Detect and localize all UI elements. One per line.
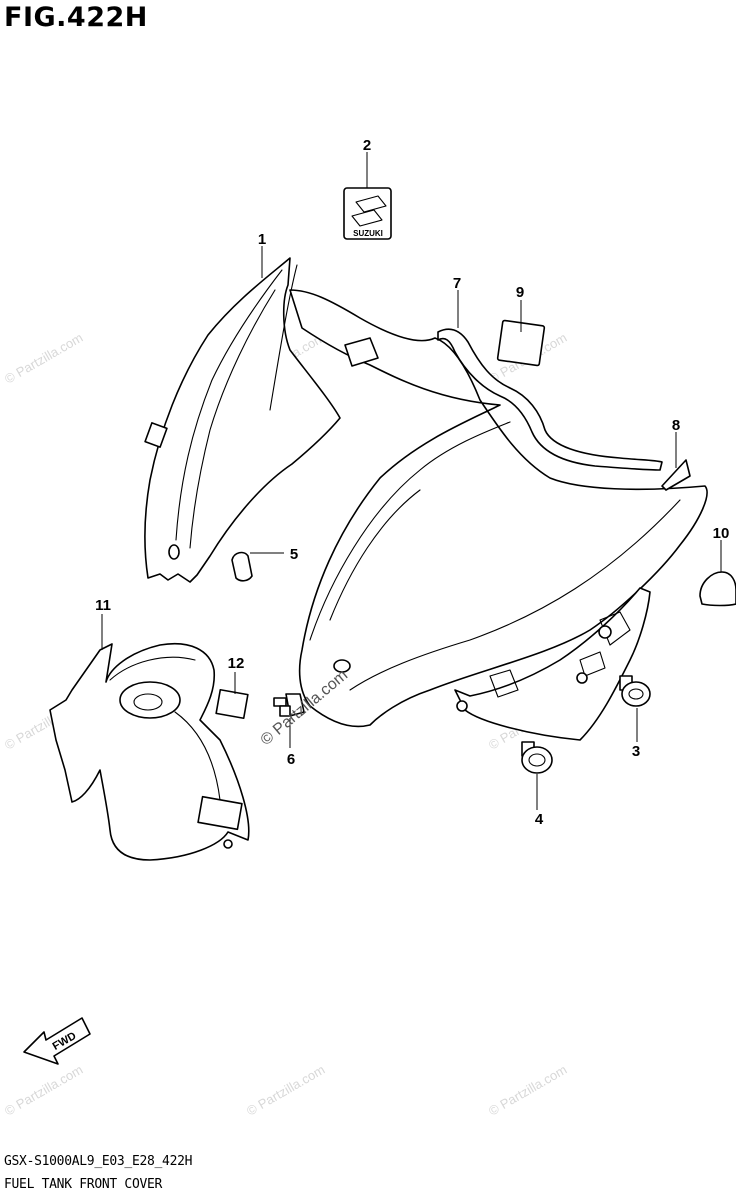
part-10-rubber-cap[interactable] xyxy=(699,571,736,607)
part-1-left-side-cover[interactable] xyxy=(144,257,341,583)
part-2-emblem-badge[interactable]: SUZUKI xyxy=(343,187,392,240)
watermark: © Partzilla.com xyxy=(2,330,85,387)
callout-3[interactable]: 3 xyxy=(632,743,640,760)
callout-8[interactable]: 8 xyxy=(672,417,680,434)
leader-lines xyxy=(101,152,722,810)
callout-5[interactable]: 5 xyxy=(290,546,298,563)
part-12-pad[interactable] xyxy=(215,688,249,720)
callout-1[interactable]: 1 xyxy=(258,231,266,248)
callout-11[interactable]: 11 xyxy=(95,597,111,614)
part-4-screw[interactable] xyxy=(521,741,553,774)
forward-direction-arrow: FWD xyxy=(23,1017,91,1065)
watermark: © Partzilla.com xyxy=(486,1062,569,1119)
callout-7[interactable]: 7 xyxy=(453,275,461,292)
callout-6[interactable]: 6 xyxy=(287,751,295,768)
model-code: GSX-S1000AL9_E03_E28_422H xyxy=(4,1154,193,1169)
callout-10[interactable]: 10 xyxy=(713,525,730,542)
part-9-cushion-pad[interactable] xyxy=(496,319,546,367)
part-6-rivet[interactable] xyxy=(273,693,305,717)
callout-9[interactable]: 9 xyxy=(516,284,524,301)
part-8-spacer[interactable] xyxy=(661,459,691,491)
badge-brand-text: SUZUKI xyxy=(353,229,383,238)
callout-labels: 1 2 3 4 5 6 7 8 9 10 11 12 xyxy=(95,137,729,828)
mounting-bracket[interactable] xyxy=(454,587,651,741)
part-5-clip[interactable] xyxy=(231,551,253,582)
figure-title: FIG.422H xyxy=(4,2,148,33)
part-3-screw[interactable] xyxy=(619,675,651,707)
callout-4[interactable]: 4 xyxy=(535,811,544,828)
section-name: FUEL TANK FRONT COVER xyxy=(4,1177,163,1192)
watermark: © Partzilla.com xyxy=(2,1062,85,1119)
part-11-inner-cover[interactable] xyxy=(49,643,250,861)
watermark: © Partzilla.com xyxy=(244,1062,327,1119)
callout-2[interactable]: 2 xyxy=(363,137,371,154)
main-front-cover-body[interactable] xyxy=(289,289,708,728)
callout-12[interactable]: 12 xyxy=(228,655,245,672)
part-7-trim-strip[interactable] xyxy=(437,328,663,471)
